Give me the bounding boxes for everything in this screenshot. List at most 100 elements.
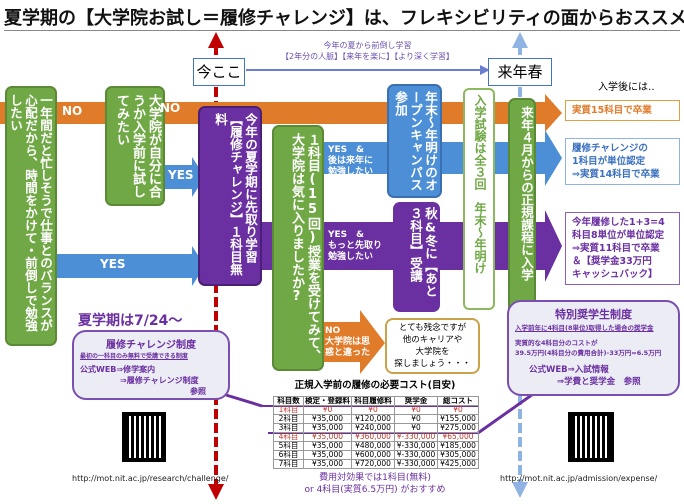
table-cell: ¥185,000 bbox=[437, 441, 479, 451]
sorry-box: とても残念ですが他のキャリアや大学院を探しましょう・・・ bbox=[385, 318, 480, 374]
try-reason-box: 大学院が自分に合うか入学前に試してみたい bbox=[105, 86, 165, 206]
no-label-2: NO bbox=[160, 101, 181, 115]
table-cell: 2科目 bbox=[273, 414, 304, 424]
after-label: 入学後には‥ bbox=[598, 82, 655, 93]
table-cell: ¥0 bbox=[394, 414, 438, 424]
row1-pointer bbox=[225, 393, 263, 408]
table-cell: ¥35,000 bbox=[303, 423, 352, 433]
table-header-cell: 科目履修料 bbox=[351, 396, 395, 406]
no-diff-arrow bbox=[322, 310, 385, 374]
table-cell: ¥-330,000 bbox=[394, 450, 438, 460]
left-reason-box: 一年間だと忙しそうで仕事とのバランスが心配だから、時間をかけて・前倒しで勉強した… bbox=[5, 86, 57, 346]
table-cell: ¥-330,000 bbox=[394, 441, 438, 451]
table-cell: ¥-330,000 bbox=[394, 432, 438, 442]
challenge-callout-title: 履修チャレンジ制度 bbox=[106, 340, 196, 351]
table-cell: 1科目 bbox=[273, 405, 304, 415]
table-cell: ¥600,000 bbox=[351, 450, 395, 460]
now-label: 今ここ bbox=[193, 58, 245, 86]
scholarship-title: 特別奨学生制度 bbox=[555, 308, 632, 321]
scholarship-line: 39.5万円(4科目分の費用合計)-33万円=6.5万円 bbox=[515, 349, 662, 357]
spring-timeline-top-arrowhead bbox=[512, 32, 528, 48]
no-label-1: NO bbox=[62, 104, 83, 118]
table-header-cell: 科目数 bbox=[273, 396, 304, 406]
table-cell: ¥305,000 bbox=[437, 450, 479, 460]
challenge-callout-line: ⇒履修チャレンジ制度 bbox=[120, 376, 199, 385]
table-cell: ¥275,000 bbox=[437, 423, 479, 433]
table-row: 4科目¥35,000¥360,000¥-330,000¥65,000 bbox=[273, 432, 479, 442]
table-row: 5科目¥35,000¥480,000¥-330,000¥185,000 bbox=[273, 441, 479, 451]
table-cell: ¥35,000 bbox=[303, 450, 352, 460]
yes-arrow-2 bbox=[55, 246, 205, 286]
qr-code-right[interactable] bbox=[566, 410, 616, 464]
url-left[interactable]: http://mot.nit.ac.jp/research/challenge/ bbox=[72, 474, 229, 483]
scholarship-callout: 特別奨学生制度 入学前年に4科目(8単位)取得した場合の奨学金 実質的な4科目分… bbox=[507, 300, 680, 396]
challenge-callout-subtitle: 最初の一科目のみ無料で受講できる制度 bbox=[80, 353, 188, 360]
table-cell: ¥0 bbox=[437, 405, 479, 415]
now-timeline-top-arrowhead bbox=[208, 32, 224, 48]
page-title: 夏学期の【大学院お試し＝履修チャレンジ】は、フレキシビリティの面からおススメ bbox=[4, 4, 684, 31]
top-arrow bbox=[480, 65, 490, 75]
yes-later-label: YES &後は来年に勉強したい bbox=[328, 145, 374, 177]
table-title: 正規入学前の履修の必要コスト(目安) bbox=[294, 380, 456, 391]
yes-label-2: YES bbox=[100, 257, 126, 271]
table-cell: ¥155,000 bbox=[437, 414, 479, 424]
table-cell: 5科目 bbox=[273, 441, 304, 451]
url-right[interactable]: http://mot.nit.ac.jp/admission/expense/ bbox=[500, 474, 658, 483]
table-header-cell: 総コスト bbox=[437, 396, 479, 406]
top-arrow-label: 今年の夏から前倒し学習【2年分の人脈】【来年を楽に】【より深く学習】 bbox=[281, 41, 454, 61]
table-cell: ¥0 bbox=[394, 405, 438, 415]
table-row: 3科目¥35,000¥240,000¥0¥275,000 bbox=[273, 423, 479, 433]
table-cell: ¥-330,000 bbox=[394, 459, 438, 469]
table-cell: ¥0 bbox=[303, 405, 352, 415]
table-cell: ¥120,000 bbox=[351, 414, 395, 424]
table-cell: ¥720,000 bbox=[351, 459, 395, 469]
challenge-callout: 履修チャレンジ制度 最初の一科目のみ無料で受講できる制度 公式WEB⇒修学案内 … bbox=[72, 330, 230, 400]
table-cell: ¥35,000 bbox=[303, 441, 352, 451]
yes-later-arrow bbox=[322, 130, 562, 186]
spring-timeline-bottom-arrowhead bbox=[512, 482, 528, 498]
table-cell: ¥240,000 bbox=[351, 423, 395, 433]
table-cell: 7科目 bbox=[273, 459, 304, 469]
qr-code-left[interactable] bbox=[120, 410, 168, 464]
table-cell: ¥0 bbox=[394, 423, 438, 433]
scholarship-line: 実質的な4科目分のコストが bbox=[515, 339, 598, 347]
table-cell: ¥0 bbox=[351, 405, 395, 415]
table-cell: ¥35,000 bbox=[303, 414, 352, 424]
table-cell: 6科目 bbox=[273, 450, 304, 460]
scholarship-subtitle: 入学前年に4科目(8単位)取得した場合の奨学金 bbox=[515, 324, 654, 332]
now-timeline-bottom-arrowhead bbox=[208, 484, 224, 500]
scholarship-link: 公式WEB⇒入試情報 bbox=[529, 365, 609, 375]
table-cell: ¥360,000 bbox=[351, 432, 395, 442]
scholarship-link: ⇒学費と奨学金 参照 bbox=[557, 377, 641, 387]
table-cell: 3科目 bbox=[273, 423, 304, 433]
challenge-callout-line: 公式WEB⇒修学案内 bbox=[80, 365, 156, 374]
table-row: 1科目¥0¥0¥0¥0 bbox=[273, 405, 479, 415]
question-box: １科目(15回)授業を受けてみて、大学院は気に入りましたか? bbox=[272, 125, 324, 371]
table-row: 6科目¥35,000¥600,000¥-330,000¥305,000 bbox=[273, 450, 479, 460]
table-header: 科目数検定・登録料科目履修料奨学金総コスト bbox=[273, 396, 479, 406]
challenge-callout-line: 参照 bbox=[190, 387, 206, 396]
yes-more-label: YES &もっと先取り勉強したい bbox=[328, 230, 383, 262]
table-cell: 4科目 bbox=[273, 432, 304, 442]
more-courses-box: 秋&冬に【あと３科目】受講 bbox=[393, 202, 440, 312]
table-cell: ¥35,000 bbox=[303, 459, 352, 469]
result-1: 実質15科目で卒業 bbox=[565, 100, 680, 121]
table-cell: ¥35,000 bbox=[303, 432, 352, 442]
table-header-cell: 奨学金 bbox=[394, 396, 438, 406]
table-cell: ¥480,000 bbox=[351, 441, 395, 451]
table-row: 2科目¥35,000¥120,000¥0¥155,000 bbox=[273, 414, 479, 424]
open-campus-box: 年末～年明けのオープンキャンパス参加 bbox=[387, 84, 442, 198]
table-cell: ¥65,000 bbox=[437, 432, 479, 442]
summer-date: 夏学期は7/24～ bbox=[78, 313, 183, 329]
next-spring-label: 来年春 bbox=[488, 58, 552, 86]
exam-box: 入学試験は全３回 年末～年明け bbox=[463, 88, 495, 310]
challenge-box: 今年の夏学期に先取り学習【履修チャレンジ】１科目無料 bbox=[198, 106, 262, 286]
table-header-cell: 検定・登録料 bbox=[303, 396, 352, 406]
table-row: 7科目¥35,000¥720,000¥-330,000¥425,000 bbox=[273, 459, 479, 469]
yes-label-1: YES bbox=[168, 168, 194, 182]
yes-arrow-1 bbox=[165, 157, 205, 197]
